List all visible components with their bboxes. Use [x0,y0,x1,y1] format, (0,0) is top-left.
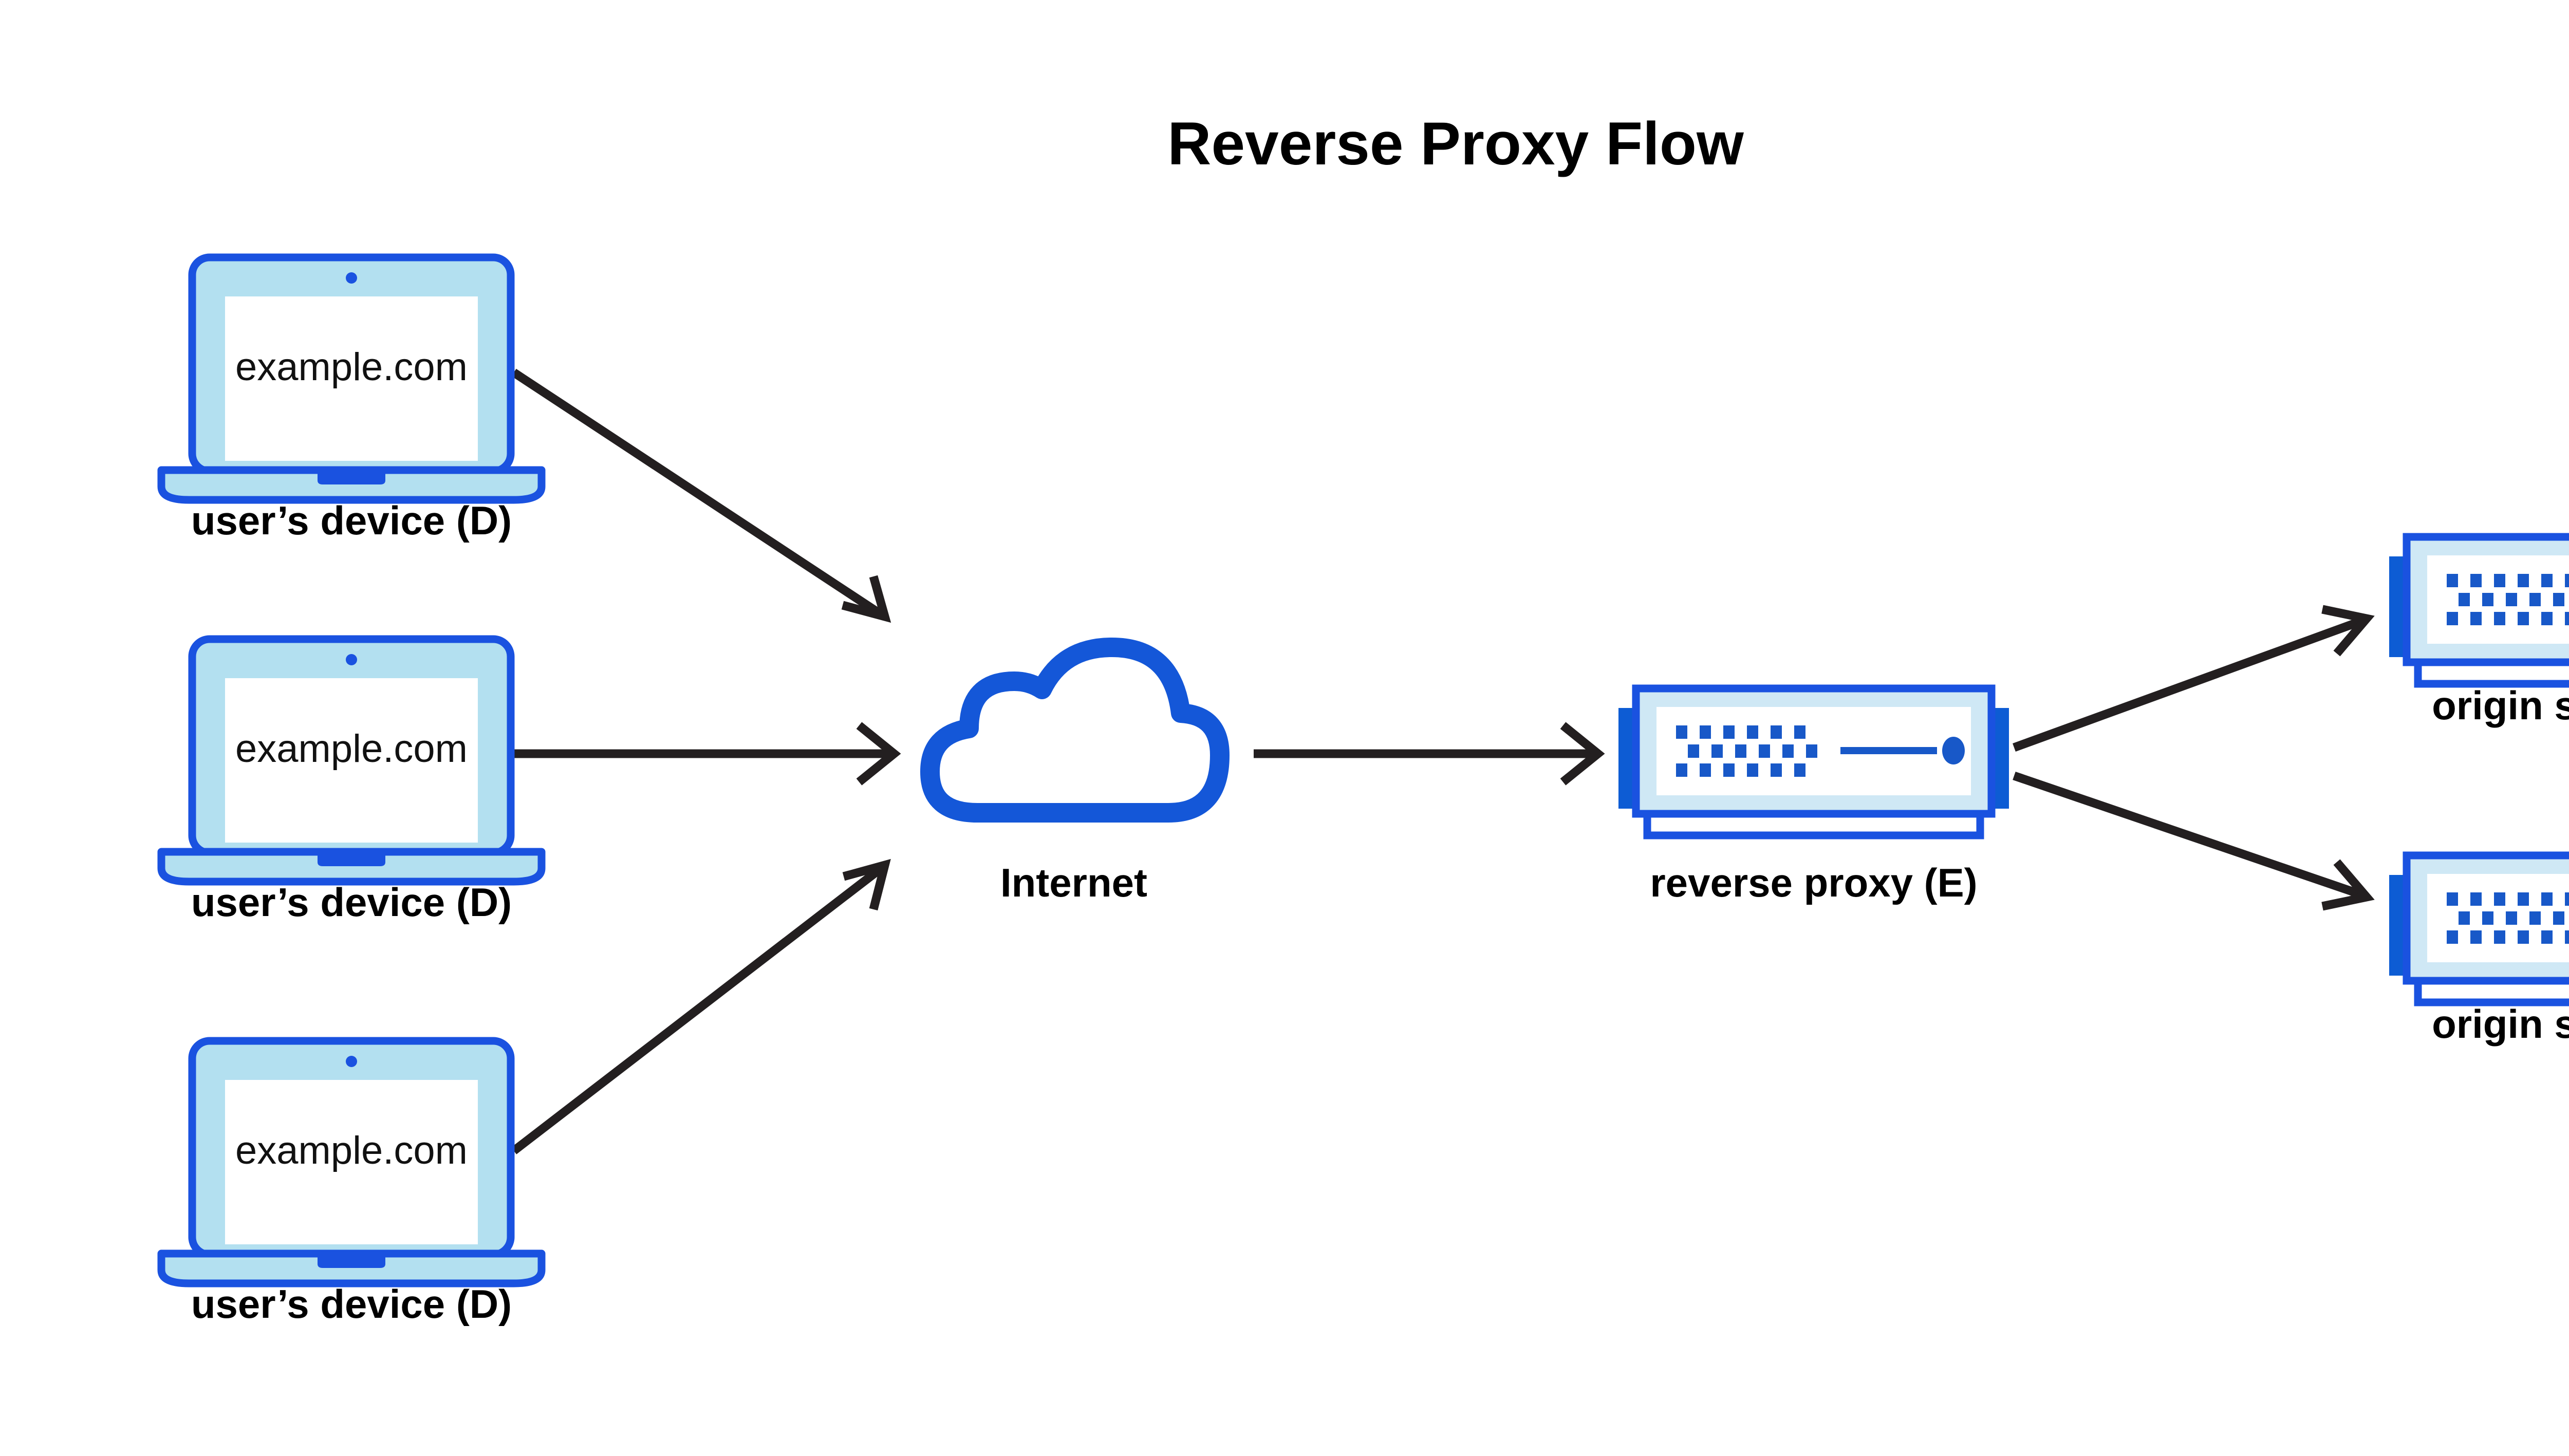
edge-internet-to-proxy [1254,722,1605,786]
device-screen-text: example.com [235,345,468,389]
edge-device-middle-to-internet [514,722,901,786]
device-middle-label: user’s device (D) [191,880,512,925]
edge-proxy-to-origin-top [2013,605,2375,752]
node-internet[interactable]: Internet [930,647,1220,905]
server-icon [2389,855,2569,1002]
cloud-icon [930,647,1220,813]
origin-bottom-label: origin server (F) [2432,1001,2569,1047]
edges-layer [511,368,2375,1154]
node-reverse-proxy[interactable]: reverse proxy (E) [1618,688,2009,905]
server-icon [1618,688,2009,835]
node-origin-top[interactable]: origin server (F) [2389,537,2569,728]
edge-device-bottom-to-internet [511,858,891,1154]
edge-device-top-to-internet [511,368,891,623]
node-device-top[interactable]: example.com user’s device (D) [161,257,542,543]
node-device-middle[interactable]: example.com user’s device (D) [161,639,542,925]
page-title: Reverse Proxy Flow [1167,110,1744,178]
server-icon [2389,537,2569,684]
origin-top-label: origin server (F) [2432,683,2569,728]
node-origin-bottom[interactable]: origin server (F) [2389,855,2569,1047]
device-top-label: user’s device (D) [191,498,512,543]
device-bottom-label: user’s device (D) [191,1281,512,1327]
device-screen-text: example.com [235,1129,468,1172]
reverse-proxy-label: reverse proxy (E) [1650,860,1977,905]
node-device-bottom[interactable]: example.com user’s device (D) [161,1041,542,1327]
internet-label: Internet [1000,860,1147,905]
device-screen-text: example.com [235,727,468,771]
edge-proxy-to-origin-bottom [2013,771,2375,911]
